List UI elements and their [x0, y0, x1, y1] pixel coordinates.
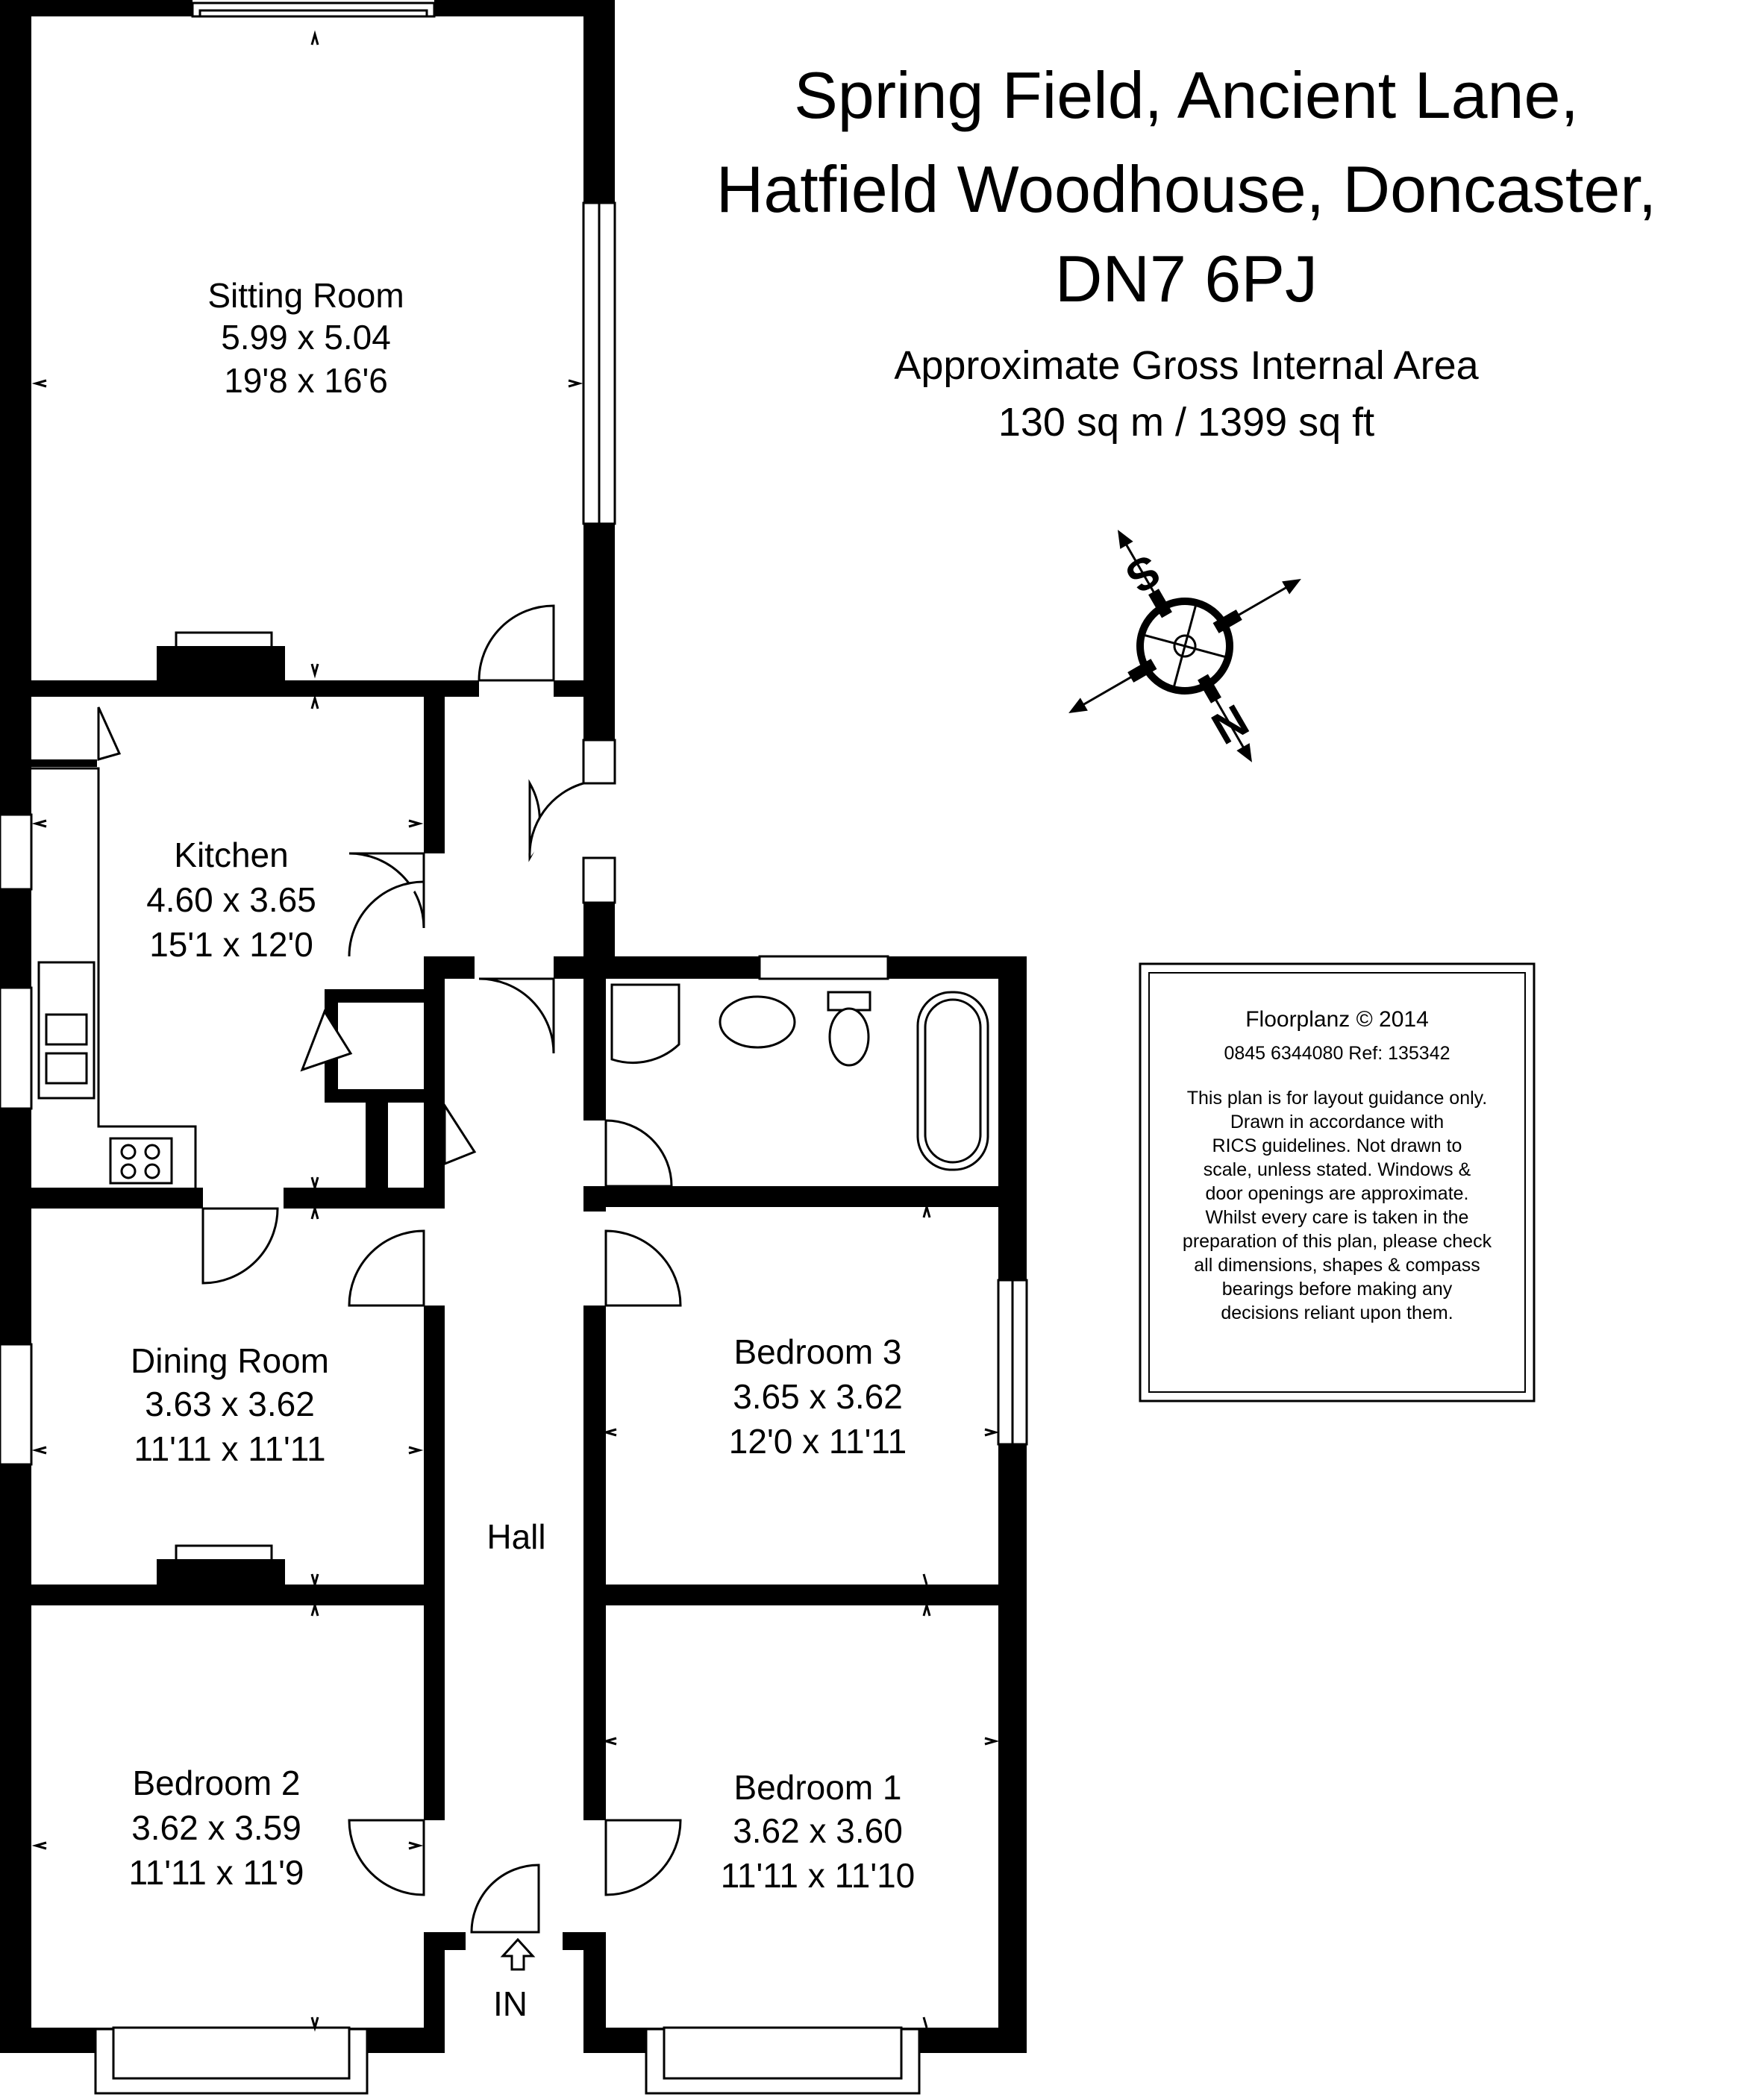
title-line-3: DN7 6PJ	[1055, 242, 1318, 316]
room-label-bedroom2: Bedroom 2 3.62 x 3.59 11'11 x 11'9	[129, 1764, 304, 1892]
room-metric: 3.62 x 3.59	[131, 1808, 301, 1847]
room-imperial: 12'0 x 11'11	[729, 1422, 907, 1461]
room-label-dining: Dining Room 3.63 x 3.62 11'11 x 11'11	[131, 1341, 329, 1468]
disclaimer-line: preparation of this plan, please check	[1183, 1231, 1492, 1252]
kitchen-fittings	[31, 767, 197, 1188]
doors	[97, 604, 682, 1934]
dimension-ticks	[31, 30, 1000, 2032]
disclaimer-line: decisions reliant upon them.	[1221, 1303, 1453, 1323]
disclaimer-contact: 0845 6344080 Ref: 135342	[1224, 1043, 1450, 1064]
disclaimer-line: all dimensions, shapes & compass	[1194, 1255, 1480, 1276]
title-line-2: Hatfield Woodhouse, Doncaster,	[716, 152, 1656, 226]
room-name: Dining Room	[131, 1341, 329, 1380]
disclaimer-line: RICS guidelines. Not drawn to	[1212, 1135, 1462, 1156]
entrance-label: IN	[493, 1984, 528, 2023]
walls	[0, 0, 1027, 2053]
room-imperial: 15'1 x 12'0	[149, 925, 313, 964]
room-name: Bedroom 1	[733, 1768, 901, 1807]
title-line-1: Spring Field, Ancient Lane,	[794, 58, 1579, 132]
disclaimer-box: Floorplanz © 2014 0845 6344080 Ref: 1353…	[1139, 962, 1536, 1402]
room-name: Bedroom 2	[132, 1764, 300, 1802]
room-imperial: 19'8 x 16'6	[224, 361, 388, 400]
room-name: Sitting Room	[207, 276, 404, 315]
room-label-sitting: Sitting Room 5.99 x 5.04 19'8 x 16'6	[207, 276, 404, 400]
room-label-kitchen: Kitchen 4.60 x 3.65 15'1 x 12'0	[146, 836, 316, 964]
area-label: Approximate Gross Internal Area	[894, 343, 1479, 388]
room-label-bedroom3: Bedroom 3 3.65 x 3.62 12'0 x 11'11	[729, 1332, 907, 1461]
windows	[0, 1, 1028, 2095]
room-imperial: 11'11 x 11'10	[721, 1856, 916, 1895]
disclaimer-line: scale, unless stated. Windows &	[1204, 1159, 1471, 1180]
disclaimer-line: Drawn in accordance with	[1230, 1112, 1444, 1132]
room-metric: 3.65 x 3.62	[733, 1377, 903, 1416]
room-metric: 3.62 x 3.60	[733, 1811, 903, 1850]
room-imperial: 11'11 x 11'9	[129, 1853, 304, 1892]
disclaimer-line: This plan is for layout guidance only.	[1187, 1088, 1488, 1109]
compass-rose-icon: S N	[1068, 530, 1301, 762]
room-name: Kitchen	[174, 836, 288, 874]
area-value: 130 sq m / 1399 sq ft	[998, 400, 1374, 445]
room-metric: 3.63 x 3.62	[145, 1385, 315, 1423]
chimney-breasts	[157, 631, 285, 1605]
room-label-bedroom1: Bedroom 1 3.62 x 3.60 11'11 x 11'10	[721, 1768, 916, 1895]
disclaimer-line: bearings before making any	[1222, 1279, 1453, 1300]
room-name: Bedroom 3	[733, 1332, 901, 1371]
disclaimer-line: door openings are approximate.	[1205, 1183, 1468, 1204]
room-label-hall: Hall	[486, 1517, 545, 1556]
disclaimer-line: Whilst every care is taken in the	[1206, 1207, 1469, 1228]
entrance-arrow	[500, 1937, 536, 1971]
bathroom-fittings	[610, 983, 989, 1171]
room-metric: 4.60 x 3.65	[146, 880, 316, 919]
disclaimer-company: Floorplanz © 2014	[1245, 1007, 1429, 1032]
gross-area: Approximate Gross Internal Area 130 sq m…	[894, 343, 1479, 445]
room-imperial: 11'11 x 11'11	[134, 1429, 325, 1468]
property-title: Spring Field, Ancient Lane, Hatfield Woo…	[716, 58, 1656, 316]
room-metric: 5.99 x 5.04	[221, 318, 391, 357]
